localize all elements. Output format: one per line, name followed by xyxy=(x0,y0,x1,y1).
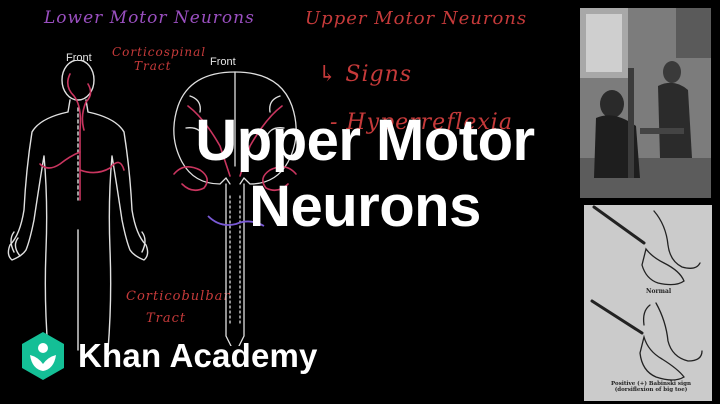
corticospinal-line1: Corticospinal xyxy=(112,45,207,59)
khan-academy-name: Khan Academy xyxy=(78,337,318,374)
title-line-2: Neurons xyxy=(249,174,481,239)
video-title: Upper Motor Neurons xyxy=(150,108,580,240)
babinski-drawing xyxy=(584,205,712,401)
corticospinal-line2: Tract xyxy=(134,59,172,73)
normal-caption: Normal xyxy=(646,288,672,295)
upper-motor-neurons-note: Upper Motor Neurons xyxy=(305,8,528,29)
positive-babinski-caption: Positive (+) Babinski sign (dorsiflexion… xyxy=(596,381,706,393)
hyperreflexia-note: - Hyperreflexia xyxy=(330,110,513,135)
historical-exam-photo xyxy=(580,8,711,198)
babinski-sign-diagram: Normal Positive (+) Babinski sign (dorsi… xyxy=(584,205,712,401)
brain-coronal-drawing xyxy=(173,71,297,346)
corticospinal-tract-note: Corticospinal Tract xyxy=(112,45,206,73)
khan-academy-branding: Khan Academy xyxy=(20,331,318,381)
lower-motor-neurons-note: Lower Motor Neurons xyxy=(44,8,255,28)
photo-scene xyxy=(580,8,711,198)
corticobulbar-line2: Tract xyxy=(146,311,187,326)
positive-caption-line2: (dorsiflexion of big toe) xyxy=(614,387,688,393)
signs-note: ↳ Signs xyxy=(318,62,413,87)
positive-caption-line1: Positive (+) Babinski sign xyxy=(611,381,691,387)
khan-academy-leaf-icon xyxy=(22,332,64,380)
corticobulbar-line1: Corticobulbar xyxy=(126,289,231,304)
title-line-1: Upper Motor xyxy=(195,108,535,173)
brain-front-label: Front xyxy=(210,56,236,68)
corticobulbar-tract-note: Corticobulbar Tract xyxy=(126,286,231,330)
body-outline-drawing xyxy=(7,60,149,351)
